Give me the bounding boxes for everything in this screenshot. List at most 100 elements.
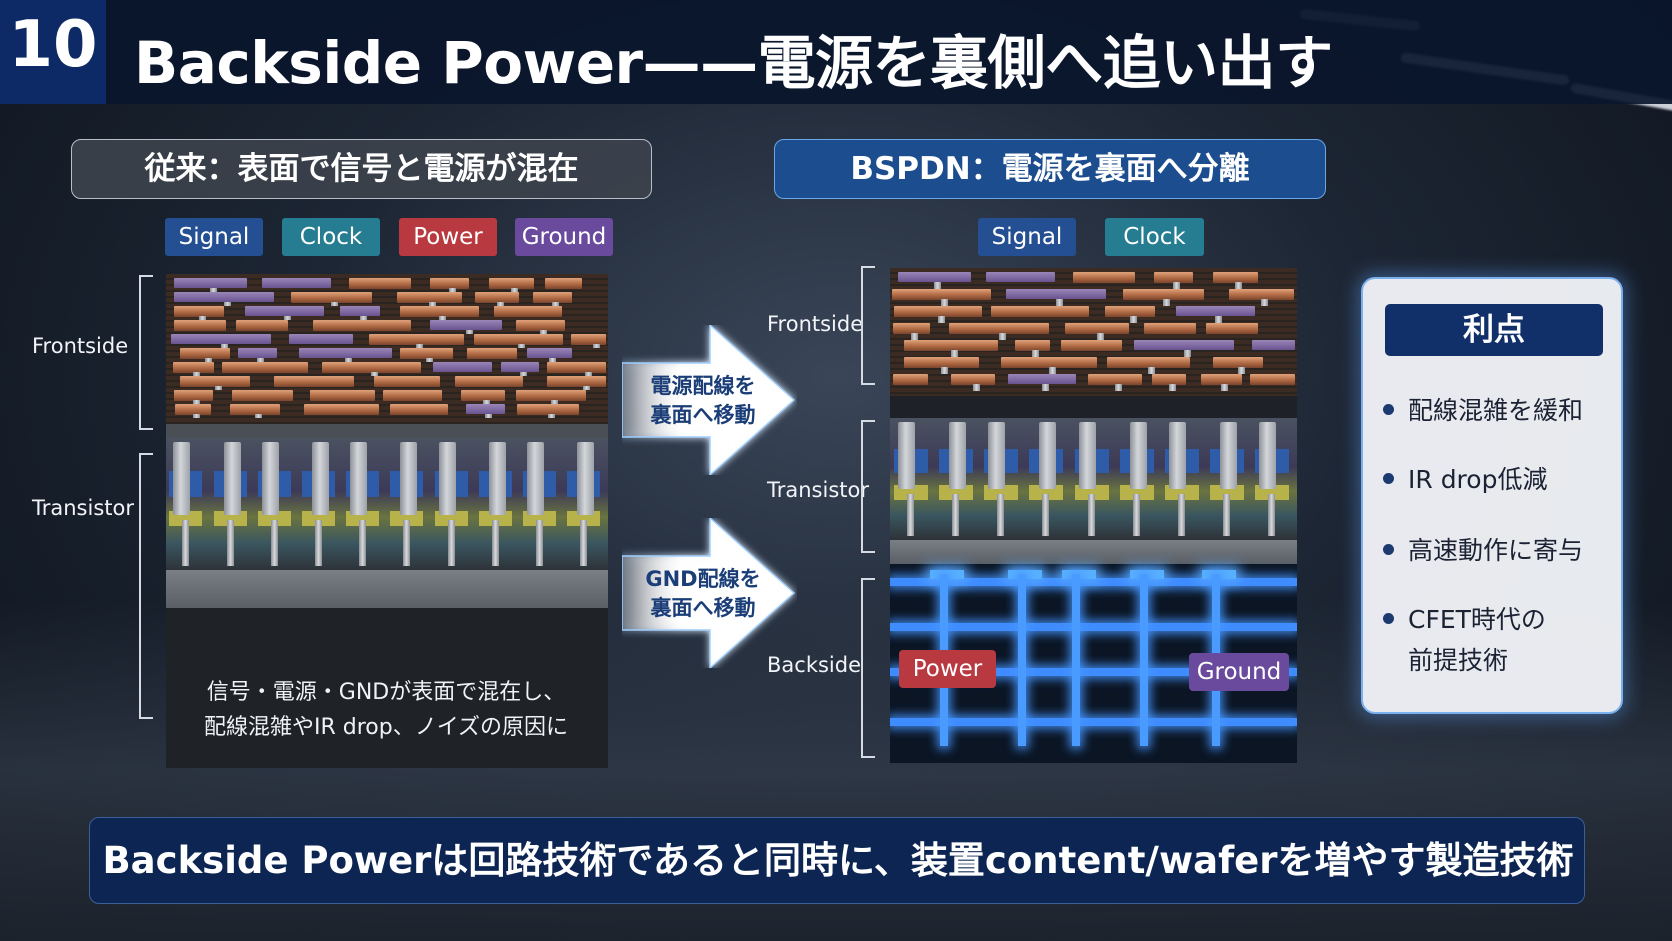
right-label-transistor: Transistor [767,478,869,502]
via [951,350,958,357]
bullet-icon [1383,472,1394,484]
gate [1259,422,1277,490]
via [360,316,367,320]
power-rail [890,623,1297,631]
left-tag-clock: Clock [282,218,380,256]
via [552,302,559,306]
via [551,400,558,404]
via [1223,493,1231,537]
metal-line-purple [501,362,539,372]
via [426,358,433,362]
metal-line-copper [516,390,586,401]
metal-line-copper [904,340,998,351]
gate [1039,422,1057,490]
via [1088,493,1096,537]
metal-line-copper [545,278,582,289]
metal-line-copper [400,306,479,317]
gate [1169,422,1187,490]
via [911,333,918,340]
metal-line-copper [222,362,308,373]
via [210,288,217,292]
metal-line-purple [340,306,380,316]
metal-line-purple [1008,374,1076,384]
via [181,519,189,567]
via [1215,316,1222,323]
via [1042,384,1049,391]
metal-line-copper [1065,323,1129,334]
left-interlayer [166,424,608,438]
left-bracket-frontside [139,275,153,430]
via [497,302,504,306]
metal-line-copper [236,320,288,331]
metal-line-copper [1201,374,1242,385]
gate [1130,422,1148,490]
metal-line-copper [894,306,982,317]
left-tag-ground: Ground [515,218,613,256]
metal-line-copper [1152,374,1186,385]
via [224,302,231,306]
via [345,358,352,362]
metal-line-copper [1105,306,1155,317]
left-tag-signal: Signal [165,218,263,256]
metal-line-copper [400,348,453,359]
via [941,367,948,374]
right-section-header: BSPDN：電源を裏面へ分離 [774,139,1326,199]
gate [439,442,456,515]
via [284,316,291,320]
metal-line-copper [516,320,565,331]
via [447,519,455,567]
backside-tag-ground: Ground [1189,653,1289,691]
arrow-gnd-line2: 裏面へ移動 [650,596,756,620]
metal-line-copper [904,357,979,368]
metal-line-purple [174,278,247,288]
via [439,316,446,320]
metal-line-copper [533,292,572,303]
left-bracket-transistor [139,453,153,719]
metal-line-copper [547,376,606,387]
gate [224,442,241,515]
metal-line-copper [349,278,411,289]
metal-line-copper [951,374,995,385]
bullet-icon [1383,403,1394,415]
slide-number: 10 [8,8,98,82]
metal-line-copper [494,306,562,317]
metal-line-purple [466,404,505,414]
slide-number-box: 10 [0,0,106,104]
gate [400,442,417,515]
via [221,344,228,348]
gate [350,442,367,515]
metal-line-purple [1134,340,1234,350]
footer-banner: Backside Powerは回路技術であると同時に、装置content/waf… [89,817,1585,904]
arrow-shape [621,516,796,670]
left-label-transistor: Transistor [32,496,134,520]
metal-line-copper [1123,289,1204,300]
via [491,519,499,567]
benefit-item: 配線混雑を緩和 [1383,390,1583,431]
benefit-item: IR drop低減 [1383,459,1547,500]
right-interlayer [890,396,1297,418]
metal-line-copper [474,334,563,345]
metal-line-purple [245,306,324,316]
right-bracket-transistor [861,420,875,553]
gate [173,442,190,515]
via [371,372,378,376]
via [1221,384,1228,391]
gate [949,422,967,490]
bullet-icon [1383,612,1394,624]
metal-line-copper [455,376,523,387]
via [1173,282,1180,289]
metal-line-copper [1213,357,1263,368]
via [314,519,322,567]
metal-line-copper [1088,374,1142,385]
right-tag-signal: Signal [978,218,1076,256]
via [466,330,473,334]
right-label-backside: Backside [767,653,862,677]
metal-line-copper [180,376,250,387]
via [511,288,518,292]
power-via [1072,574,1080,746]
via [255,414,262,418]
left-chip-stack [166,274,608,768]
metal-line-purple [986,272,1055,282]
via [540,330,547,334]
power-rail [890,668,1297,676]
